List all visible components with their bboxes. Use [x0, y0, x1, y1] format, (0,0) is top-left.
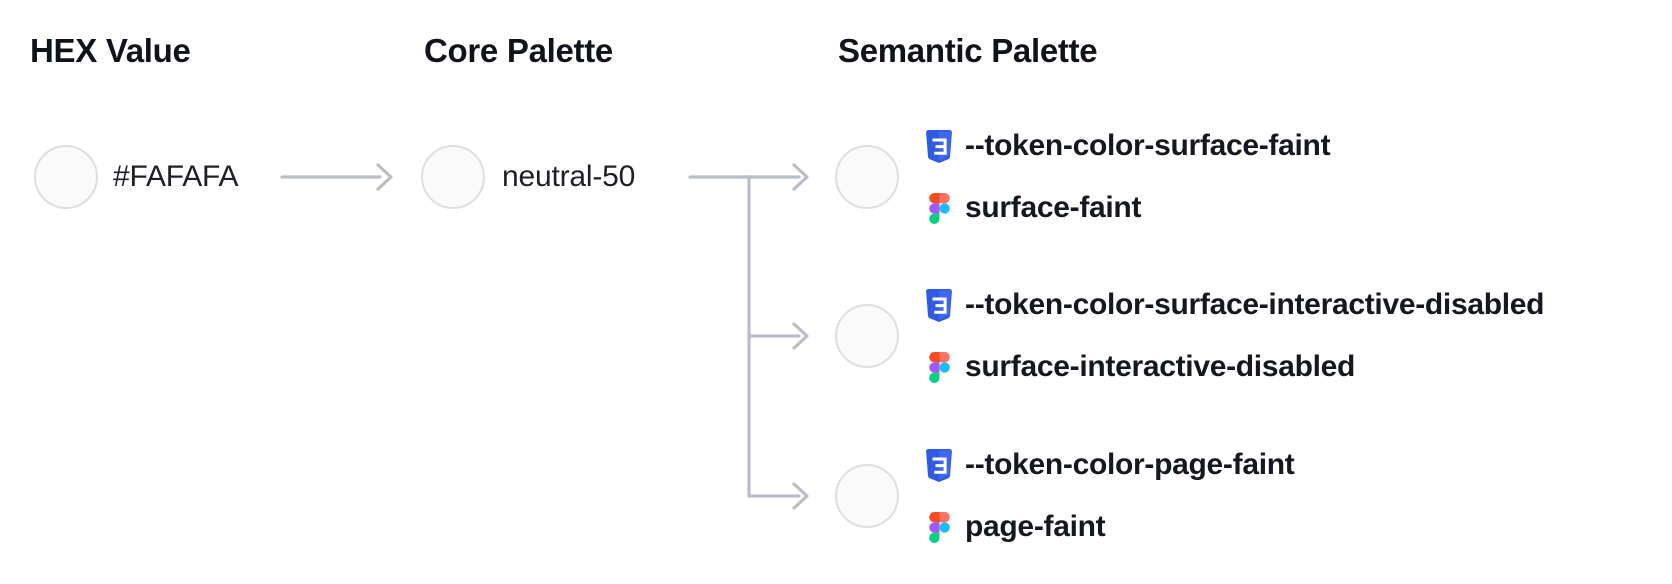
branch-line-top	[688, 163, 809, 191]
hex-swatch	[34, 145, 98, 209]
css-token-label: --token-color-page-faint	[965, 448, 1295, 481]
branch-line-middle	[747, 322, 809, 350]
figma-token-row: page-faint	[926, 507, 1294, 547]
css-token-label: --token-color-surface-interactive-disabl…	[965, 288, 1545, 321]
css-icon	[926, 448, 952, 482]
hex-value-header: HEX Value	[30, 32, 191, 69]
figma-token-row: surface-faint	[926, 188, 1330, 228]
semantic-token-item: --token-color-surface-faint surface-fain…	[926, 126, 1331, 228]
semantic-swatch	[835, 464, 899, 528]
figma-icon	[926, 192, 952, 224]
semantic-token-item: --token-color-surface-interactive-disabl…	[926, 285, 1545, 387]
semantic-swatch	[835, 304, 899, 368]
css-token-row: --token-color-surface-interactive-disabl…	[926, 285, 1545, 325]
branch-trunk-and-bottom	[747, 175, 809, 510]
arrow-hex-to-core	[280, 163, 393, 191]
figma-token-label: surface-faint	[965, 191, 1142, 224]
semantic-token-item: --token-color-page-faint page-faint	[926, 445, 1295, 547]
css-icon	[926, 129, 952, 163]
core-swatch	[421, 145, 485, 209]
semantic-swatch	[835, 145, 899, 209]
css-token-row: --token-color-page-faint	[926, 445, 1295, 485]
figma-token-row: surface-interactive-disabled	[926, 347, 1544, 387]
css-token-row: --token-color-surface-faint	[926, 126, 1331, 166]
core-color-label: neutral-50	[502, 160, 636, 193]
figma-icon	[926, 351, 952, 383]
semantic-palette-header: Semantic Palette	[838, 32, 1098, 69]
figma-token-label: page-faint	[965, 510, 1106, 543]
core-palette-header: Core Palette	[424, 32, 613, 69]
figma-token-label: surface-interactive-disabled	[965, 350, 1356, 383]
css-icon	[926, 288, 952, 322]
hex-value-label: #FAFAFA	[113, 160, 239, 193]
figma-icon	[926, 511, 952, 543]
css-token-label: --token-color-surface-faint	[965, 129, 1331, 162]
